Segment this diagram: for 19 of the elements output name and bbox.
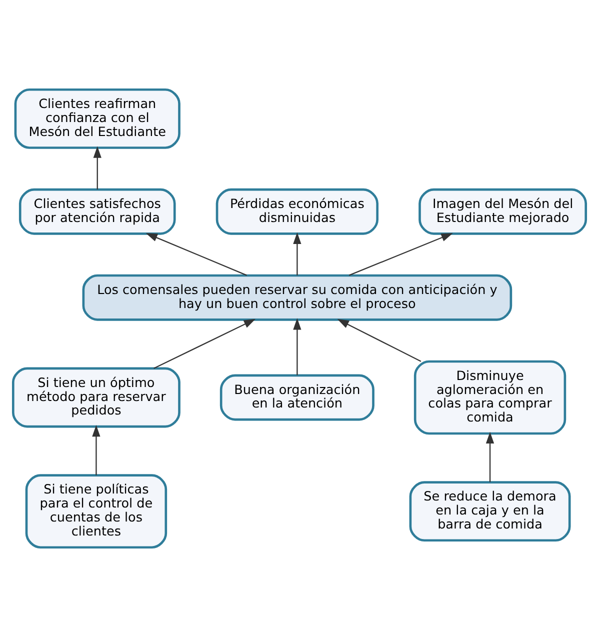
node-box: Se reduce la demora en la caja y en la barra de comida (409, 480, 571, 542)
arrow (337, 318, 422, 362)
arrow (93, 146, 102, 189)
arrow (154, 318, 256, 368)
arrow (348, 232, 453, 276)
arrow (486, 431, 494, 482)
node-box: Imagen del Mesón del Estudiante mejorado (418, 188, 588, 234)
arrow (146, 232, 247, 276)
node-box: Si tiene políticas para el control de cuentas de los clientes (25, 474, 168, 548)
arrow (293, 232, 302, 275)
node-box: Los comensales pueden reservar su comida con anticipación y hay un buen control sobre el proceso (82, 274, 512, 320)
node-box: Clientes satisfechos por atención rapida (18, 188, 176, 234)
node-box: Si tiene un óptimo método para reservar pedidos (12, 366, 180, 428)
arrow (293, 318, 302, 375)
node-box: Clientes reafirman confianza con el Mesón del Estudiante (14, 88, 180, 148)
node-box: Disminuye aglomeración en colas para comprar comida (414, 360, 566, 434)
node-box: Buena organización en la atención (220, 374, 374, 420)
node-box: Pérdidas económicas disminuidas (216, 188, 378, 234)
arrow (92, 424, 100, 475)
